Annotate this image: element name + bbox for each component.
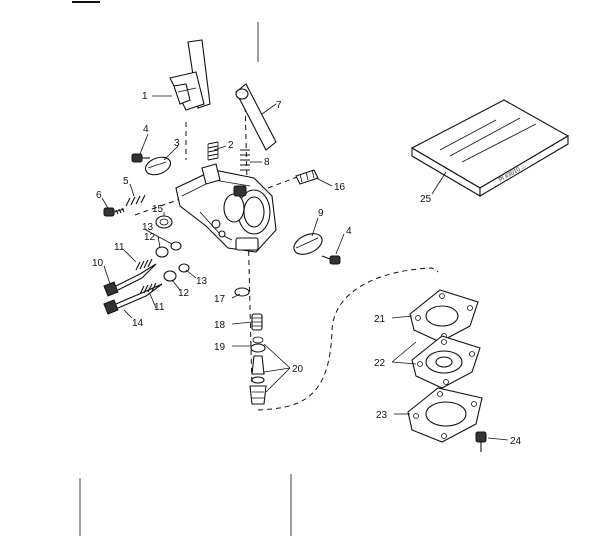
callout-21: 21: [374, 314, 386, 325]
callout-4-right: 4: [346, 226, 352, 237]
part-23-cover-plate: [407, 387, 483, 443]
callout-13-upper: 13: [142, 222, 154, 233]
center-line-diaphragm-route: [257, 267, 439, 411]
callout-2: 2: [228, 140, 234, 151]
callout-15: 15: [152, 204, 164, 215]
part-2-spring: [207, 141, 219, 161]
callout-16: 16: [334, 182, 346, 193]
part-14-needle-screw: [103, 283, 163, 315]
part-13-o-ring-lower: [178, 263, 190, 273]
part-5-spring: [125, 194, 146, 207]
callout-18: 18: [214, 320, 226, 331]
callout-10: 10: [92, 258, 104, 269]
callout-5: 5: [123, 176, 129, 187]
callout-3: 3: [174, 138, 180, 149]
part-12-washer-upper: [155, 246, 169, 258]
part-22-diaphragm: [411, 335, 481, 389]
callout-8: 8: [264, 157, 270, 168]
callout-14: 14: [132, 318, 144, 329]
part-18-inlet-needle: [251, 313, 263, 331]
part-6-idle-screw: [103, 207, 125, 217]
part-16-inlet-fitting: [295, 169, 319, 185]
part-12-washer-lower: [163, 270, 177, 282]
part-15-washer: [155, 215, 173, 229]
center-line-fitting: [267, 175, 301, 189]
callout-23: 23: [376, 410, 388, 421]
part-20-needle-seat: [249, 355, 267, 405]
callout-9: 9: [318, 208, 324, 219]
callout-12-lower: 12: [178, 288, 190, 299]
part-8-spring: [240, 149, 250, 171]
carburetor-body: [175, 163, 277, 253]
callout-1: 1: [142, 91, 148, 102]
part-1-throttle-lever: [169, 39, 211, 111]
part-19-washer: [250, 336, 266, 353]
part-11-spring-upper: [135, 258, 153, 271]
callout-19: 19: [214, 342, 226, 353]
callout-6: 6: [96, 190, 102, 201]
part-13-o-ring-upper: [170, 241, 182, 251]
part-3-shutter-disc: [144, 156, 172, 176]
callout-11-upper: 11: [114, 242, 125, 253]
part-9-choke-shutter: [293, 233, 323, 255]
callout-labels: 1 2 3 4 4 5 6 7 8 9 10 11 11 12 12 13 13…: [92, 91, 522, 447]
callout-17: 17: [214, 294, 226, 305]
callout-25: 25: [420, 194, 432, 205]
part-4-screw-right: [321, 255, 341, 265]
callout-24: 24: [510, 436, 522, 447]
callout-20: 20: [292, 364, 304, 375]
callout-11-lower: 11: [154, 302, 165, 313]
callout-4-top: 4: [143, 124, 149, 135]
part-21-gasket: [409, 289, 479, 343]
part-24-cover-screw: [475, 431, 487, 452]
part-25-repair-kit: [410, 99, 570, 197]
leader-lines: [101, 95, 509, 441]
callout-22: 22: [374, 358, 386, 369]
part-17-o-ring: [234, 287, 250, 297]
part-4-screw-top: [131, 153, 150, 163]
callout-12-upper: 12: [144, 232, 156, 243]
callout-7: 7: [276, 100, 282, 111]
callout-13-lower: 13: [196, 276, 208, 287]
part-11-spring-lower: [139, 282, 157, 295]
part-7-choke-lever: [235, 83, 277, 151]
part-10-needle-screw: [103, 263, 157, 297]
